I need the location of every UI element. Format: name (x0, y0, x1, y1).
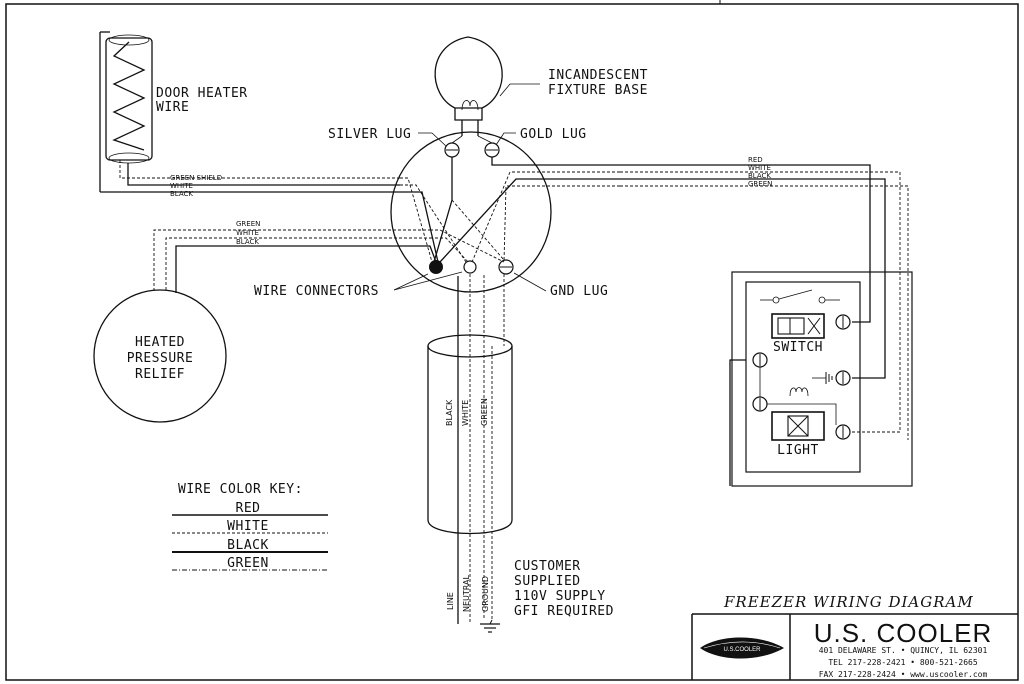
fixture-label-1: INCANDESCENT (548, 68, 648, 83)
light-coil-icon (767, 387, 837, 425)
fixture-base (390, 131, 552, 293)
customer-label-1: CUSTOMER (514, 559, 581, 574)
right-wire-white: WHITE (748, 164, 771, 172)
right-wire-red: RED (748, 156, 763, 164)
heater-wire-white: WHITE (170, 182, 193, 190)
supply-line-label: LINE (446, 592, 455, 610)
customer-label-3: 110V SUPPLY (514, 589, 606, 604)
company-name: U.S. COOLER (814, 618, 993, 648)
door-heater-wire (99, 31, 400, 193)
gnd-lug-label: GND LUG (550, 284, 608, 299)
gold-lug-label: GOLD LUG (520, 127, 587, 142)
light-icon (771, 411, 825, 441)
relief-wire-white: WHITE (236, 229, 259, 237)
door-heater-label-2: WIRE (156, 100, 189, 115)
incandescent-bulb-icon (434, 36, 503, 136)
relief-wire-green: GREEN (236, 220, 260, 228)
silver-lug (444, 142, 460, 158)
switch-box-outer (731, 271, 913, 487)
green-wire (620, 185, 909, 440)
company-logo-icon: U.S.COOLER (700, 637, 784, 659)
light-label: LIGHT (777, 443, 819, 458)
white-wire (620, 171, 901, 433)
switch-jumper (729, 359, 746, 486)
company-address: 401 DELAWARE ST. • QUINCY, IL 62301 (819, 646, 988, 655)
logo-text: U.S.COOLER (723, 647, 761, 653)
wire-connectors-label: WIRE CONNECTORS (254, 284, 379, 299)
company-tel: TEL 217-228-2421 • 800-521-2665 (828, 658, 977, 667)
relief-wire-black: BLACK (236, 238, 259, 246)
color-key-title: WIRE COLOR KEY: (178, 482, 303, 497)
fixture-label-2: FIXTURE BASE (548, 83, 648, 98)
supply-neutral-label: NEUTRAL (462, 575, 471, 612)
door-heater-label-1: DOOR HEATER (156, 86, 248, 101)
switch-contact-icon (760, 289, 840, 304)
cable-wire-white: WHITE (461, 400, 470, 426)
switch-label: SWITCH (773, 340, 823, 355)
gold-lug (484, 142, 500, 158)
wire-color-key: WIRE COLOR KEY: RED WHITE BLACK GREEN (172, 482, 328, 571)
right-wire-black: BLACK (748, 172, 771, 180)
wire-connector-black (429, 260, 443, 274)
black-wire (620, 178, 886, 379)
diagram-title: FREEZER WIRING DIAGRAM (723, 593, 974, 611)
supply-cable (427, 274, 513, 624)
relief-label-3: RELIEF (135, 367, 185, 382)
cable-wire-green: GREEN (480, 398, 489, 426)
wire-connector-white (463, 260, 477, 274)
relief-label-2: PRESSURE (127, 351, 194, 366)
heated-pressure-relief (93, 289, 227, 423)
page-border (5, 3, 1019, 681)
right-wire-green: GREEN (748, 180, 772, 188)
color-key-green: GREEN (227, 556, 269, 571)
relief-label-1: HEATED (135, 335, 185, 350)
customer-label-2: SUPPLIED (514, 574, 581, 589)
ground-icon (480, 619, 500, 633)
heater-wire-green-shield: GREEN SHIELD (170, 174, 222, 182)
gnd-lug (498, 259, 514, 275)
silver-lug-label: SILVER LUG (328, 127, 411, 142)
color-key-red: RED (236, 501, 261, 516)
cable-wire-black: BLACK (445, 399, 454, 426)
fixture-internal-wires (400, 157, 620, 263)
terminal-screw-icon (752, 314, 851, 440)
customer-label-4: GFI REQUIRED (514, 604, 614, 619)
ground-symbol-icon (812, 372, 833, 384)
company-fax: FAX 217-228-2424 • www.uscooler.com (819, 670, 988, 679)
red-wire (620, 164, 871, 323)
switch-icon (771, 313, 825, 339)
heater-wire-black: BLACK (170, 190, 193, 198)
switch-box-inner (745, 281, 861, 473)
heater-coil-icon (112, 41, 146, 151)
color-key-black: BLACK (227, 538, 269, 553)
color-key-white: WHITE (227, 519, 269, 534)
supply-ground-label: GROUND (481, 576, 490, 612)
